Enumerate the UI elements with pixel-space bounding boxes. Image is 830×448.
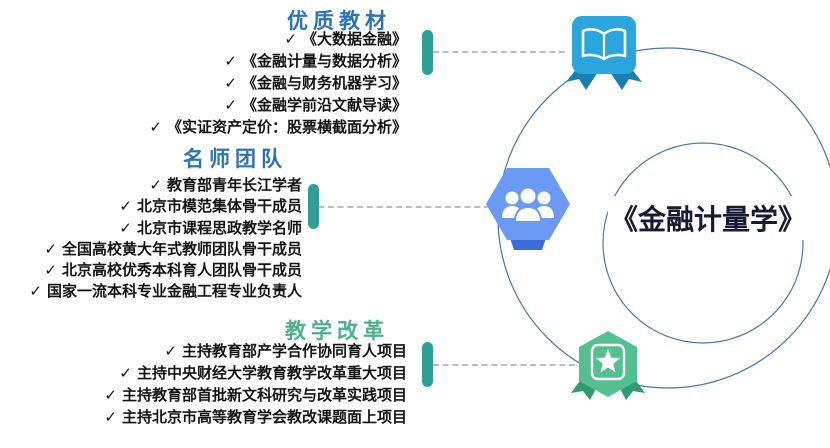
check-icon: ✓	[224, 75, 237, 92]
section-heading-textbooks: 优质教材	[287, 10, 391, 33]
item-text: 教育部青年长江学者	[166, 177, 302, 194]
list-item: ✓《金融计量与数据分析》	[149, 51, 407, 73]
dashed-connector	[433, 51, 565, 53]
check-icon: ✓	[119, 219, 132, 237]
person-center-body	[513, 205, 543, 223]
check-icon: ✓	[44, 240, 57, 258]
item-text: 主持教育部产学合作协同育人项目	[181, 343, 407, 360]
item-text: 《实证资产定价：股票横截面分析》	[166, 119, 407, 136]
check-icon: ✓	[164, 343, 177, 360]
person-center-head	[518, 186, 538, 206]
list-item: ✓国家一流本科专业金融工程专业负责人	[29, 281, 302, 302]
item-text: 国家一流本科专业金融工程专业负责人	[46, 283, 302, 301]
star-glyph	[595, 349, 621, 373]
item-text: 全国高校黄大年式教师团队骨干成员	[61, 240, 302, 258]
textbook-list: ✓《大数据金融》 ✓《金融计量与数据分析》 ✓《金融与财务机器学习》 ✓《金融学…	[149, 29, 407, 139]
inner-circle	[602, 142, 804, 344]
book-badge-icon	[566, 16, 642, 90]
dashed-connector	[433, 364, 575, 366]
section-heading-reform: 教学改革	[285, 320, 389, 343]
list-item: ✓《大数据金融》	[149, 29, 407, 51]
list-item: ✓主持教育部产学合作协同育人项目	[104, 341, 407, 363]
check-icon: ✓	[44, 262, 57, 280]
connector-pill	[308, 184, 319, 229]
list-item: ✓《金融与财务机器学习》	[149, 73, 407, 95]
center-title: 《金融计量学》	[608, 196, 809, 240]
item-text: 主持教育部首批新文科研究与改革实践项目	[121, 387, 407, 404]
item-text: 《大数据金融》	[301, 31, 407, 48]
item-text: 《金融计量与数据分析》	[241, 53, 407, 70]
person-right-head	[537, 191, 551, 205]
connector-pill	[422, 342, 433, 387]
team-list: ✓教育部青年长江学者 ✓北京市模范集体骨干成员 ✓北京市课程思政教学名师 ✓全国…	[29, 175, 302, 303]
list-item: ✓主持北京市高等教育学会教改课题面上项目	[104, 407, 407, 429]
list-item: ✓全国高校黄大年式教师团队骨干成员	[29, 239, 302, 260]
item-text: 《金融学前沿文献导读》	[241, 97, 407, 114]
person-left-head	[505, 191, 519, 205]
list-item: ✓教育部青年长江学者	[29, 175, 302, 196]
list-item: ✓《实证资产定价：股票横截面分析》	[149, 117, 407, 139]
item-text: 主持中央财经大学教育教学改革重大项目	[136, 365, 407, 382]
item-text: 主持北京市高等教育学会教改课题面上项目	[121, 409, 407, 426]
connector-pill	[422, 30, 433, 75]
star-badge-icon	[571, 331, 645, 400]
dashed-connector	[318, 206, 490, 208]
check-icon: ✓	[284, 31, 297, 48]
check-icon: ✓	[149, 177, 162, 194]
check-icon: ✓	[29, 283, 42, 301]
item-text: 北京高校优秀本科育人团队骨干成员	[61, 262, 302, 280]
list-item: ✓北京市模范集体骨干成员	[29, 196, 302, 217]
frame-outline	[590, 343, 626, 381]
item-text: 北京市模范集体骨干成员	[136, 198, 302, 216]
section-heading-team: 名师团队	[183, 148, 287, 171]
reform-list: ✓主持教育部产学合作协同育人项目 ✓主持中央财经大学教育教学改革重大项目 ✓主持…	[104, 341, 407, 429]
check-icon: ✓	[104, 387, 117, 404]
list-item: ✓主持中央财经大学教育教学改革重大项目	[104, 363, 407, 385]
list-item: ✓北京市课程思政教学名师	[29, 218, 302, 239]
check-icon: ✓	[104, 409, 117, 426]
item-text: 《金融与财务机器学习》	[241, 75, 407, 92]
list-item: ✓主持教育部首批新文科研究与改革实践项目	[104, 385, 407, 407]
check-icon: ✓	[119, 365, 132, 382]
list-item: ✓《金融学前沿文献导读》	[149, 95, 407, 117]
check-icon: ✓	[224, 53, 237, 70]
check-icon: ✓	[119, 198, 132, 216]
list-item: ✓北京高校优秀本科育人团队骨干成员	[29, 260, 302, 281]
item-text: 北京市课程思政教学名师	[136, 219, 302, 237]
check-icon: ✓	[224, 97, 237, 114]
check-icon: ✓	[149, 119, 162, 136]
team-people-icon	[486, 168, 570, 250]
